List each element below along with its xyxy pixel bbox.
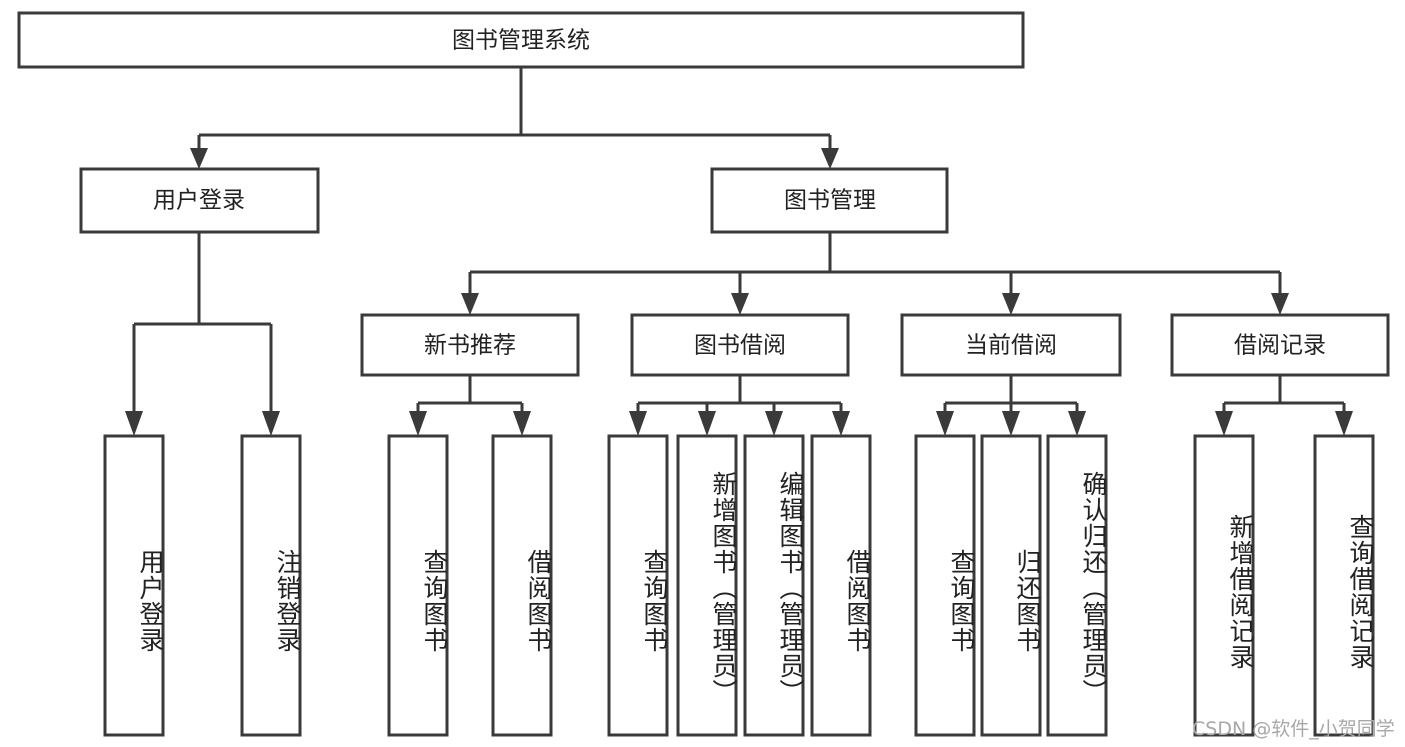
node-borrow-record[interactable]: 借阅记录	[1170, 313, 1390, 377]
node-new-book-recommend[interactable]: 新书推荐	[360, 313, 580, 377]
node-leaf-edit-book[interactable]	[743, 434, 805, 737]
arrow-leaf-query-record	[1335, 411, 1353, 436]
arrow-book-management	[821, 148, 839, 169]
arrow-current-borrow	[1002, 293, 1020, 315]
node-leaf-add-book[interactable]	[676, 434, 738, 737]
node-leaf-logout-login[interactable]	[240, 434, 302, 737]
node-leaf-borrow-book-2[interactable]	[810, 434, 872, 737]
node-leaf-query-book-1[interactable]	[387, 434, 449, 737]
arrow-leaf-query-book-3	[936, 411, 954, 436]
node-leaf-user-login[interactable]	[103, 434, 165, 737]
node-current-borrow-label: 当前借阅	[965, 333, 1057, 359]
arrow-leaf-borrow-book-1	[513, 411, 531, 436]
nodes: 图书管理系统 用户登录 图书管理 新书推荐 图书借阅	[17, 11, 1390, 737]
node-book-borrow[interactable]: 图书借阅	[630, 313, 850, 377]
node-leaf-query-book-3[interactable]	[914, 434, 976, 737]
arrow-leaf-confirm-return	[1068, 411, 1086, 436]
arrow-leaf-query-book-1	[409, 411, 427, 436]
node-user-login[interactable]: 用户登录	[79, 167, 320, 234]
node-leaf-query-record[interactable]	[1313, 434, 1375, 737]
arrow-new-book-recommend	[461, 293, 479, 315]
node-leaf-query-book-2[interactable]	[607, 434, 669, 737]
arrow-leaf-add-record	[1215, 411, 1233, 436]
connectors	[125, 67, 1353, 436]
node-root-label: 图书管理系统	[452, 28, 590, 54]
node-book-management[interactable]: 图书管理	[710, 167, 949, 234]
arrow-leaf-return-book	[1002, 411, 1020, 436]
node-new-book-recommend-label: 新书推荐	[424, 333, 516, 359]
node-book-borrow-label: 图书借阅	[694, 333, 786, 359]
node-leaf-add-record[interactable]	[1193, 434, 1255, 737]
node-borrow-record-label: 借阅记录	[1234, 333, 1326, 359]
arrow-leaf-add-book	[698, 411, 716, 436]
arrow-leaf-user-login	[125, 411, 143, 436]
arrow-book-borrow	[731, 293, 749, 315]
node-user-login-label: 用户登录	[153, 188, 245, 214]
arrow-borrow-record	[1271, 293, 1289, 315]
csdn-watermark: CSDN @软件_小贺同学	[1192, 718, 1395, 740]
arrow-user-login	[190, 148, 208, 169]
node-current-borrow[interactable]: 当前借阅	[900, 313, 1122, 377]
node-leaf-return-book[interactable]	[980, 434, 1042, 737]
node-leaf-confirm-return[interactable]	[1046, 434, 1108, 737]
arrow-leaf-borrow-book-2	[832, 411, 850, 436]
arrow-leaf-edit-book	[765, 411, 783, 436]
node-book-management-label: 图书管理	[784, 188, 876, 214]
arrow-leaf-logout-login	[262, 411, 280, 436]
node-leaf-borrow-book-1[interactable]	[491, 434, 553, 737]
node-root[interactable]: 图书管理系统	[17, 11, 1025, 69]
arrow-leaf-query-book-2	[629, 411, 647, 436]
